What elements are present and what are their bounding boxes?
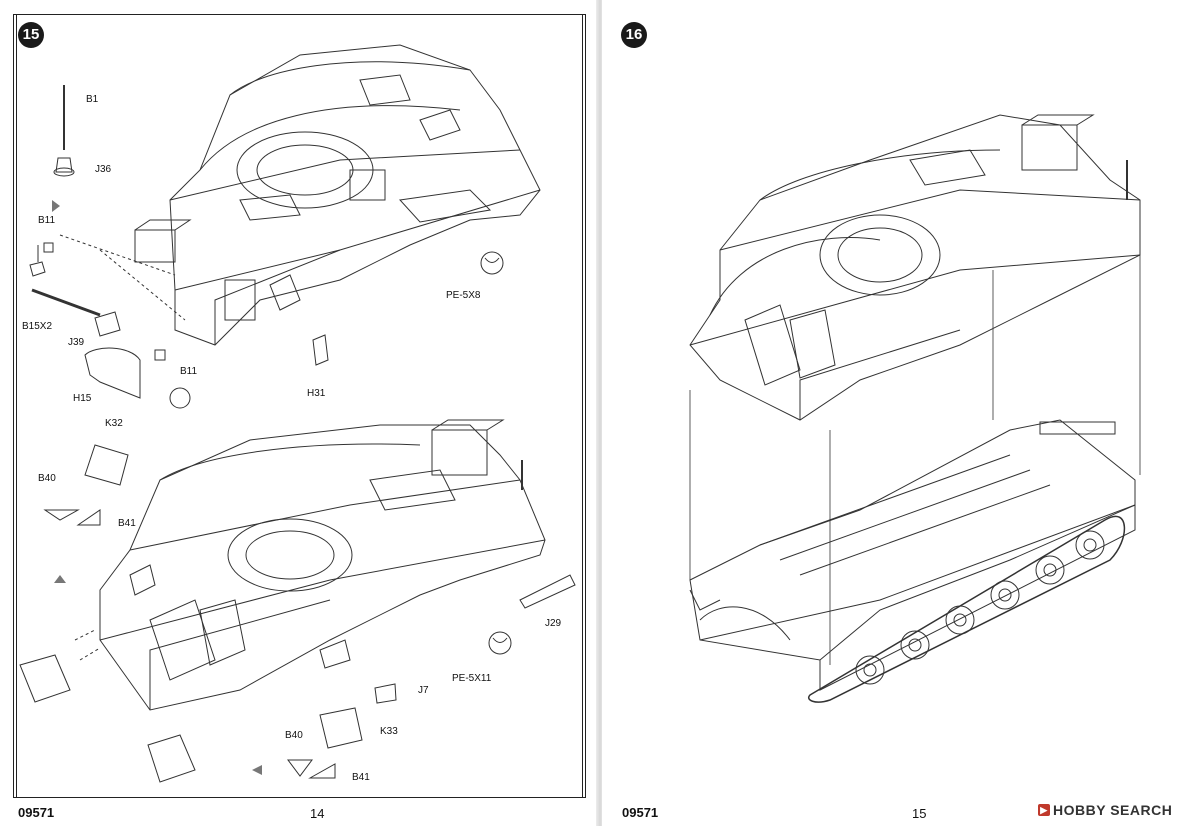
track-and-road-wheels bbox=[690, 516, 1124, 702]
direction-arrow-top bbox=[52, 200, 60, 212]
upper-hull-illustration-top bbox=[60, 45, 540, 345]
part-b11-top bbox=[44, 243, 53, 252]
direction-arrow-middle bbox=[54, 575, 66, 583]
right-page bbox=[602, 0, 1200, 826]
catalog-code-right: 09571 bbox=[622, 805, 659, 820]
label-b1: B1 bbox=[86, 94, 99, 105]
assembly-guide-lines bbox=[690, 255, 1140, 665]
label-h31: H31 bbox=[307, 388, 326, 399]
part-j7 bbox=[375, 684, 396, 703]
part-k32 bbox=[85, 445, 128, 485]
upper-hull-illustration-bottom bbox=[75, 420, 575, 710]
page-number-left: 14 bbox=[310, 806, 325, 821]
part-b40-bottom bbox=[288, 760, 312, 776]
part-b15x2-rod bbox=[32, 290, 100, 315]
label-pe-5x11: PE-5X11 bbox=[452, 673, 492, 684]
hobby-search-watermark: ▶ HOBBY SEARCH bbox=[1038, 802, 1172, 818]
label-j7: J7 bbox=[418, 685, 429, 696]
label-b15x2: B15X2 bbox=[22, 321, 53, 332]
label-j29: J29 bbox=[545, 618, 562, 629]
page-number-right: 15 bbox=[912, 806, 927, 821]
label-b41-bottom: B41 bbox=[352, 772, 370, 783]
step-number-badge-right: 16 bbox=[621, 22, 647, 48]
part-j39 bbox=[95, 312, 120, 336]
brand-logo-icon: ▶ bbox=[1038, 804, 1050, 816]
catalog-code-left: 09571 bbox=[18, 805, 55, 820]
part-b11-bottom bbox=[155, 350, 165, 360]
label-k33: K33 bbox=[380, 726, 398, 737]
part-b41-bottom bbox=[310, 764, 335, 778]
watermark-text: HOBBY SEARCH bbox=[1053, 802, 1173, 818]
part-b41-top bbox=[78, 510, 100, 525]
photo-etch-pe5x11-icon bbox=[489, 632, 511, 654]
right-instruction-frame bbox=[16, 14, 586, 798]
photo-etch-pe5x8-icon bbox=[481, 252, 503, 274]
part-b15-antenna-base bbox=[30, 245, 45, 276]
label-b11-bottom: B11 bbox=[180, 366, 198, 377]
step-number-badge-left: 15 bbox=[18, 22, 44, 48]
label-k32: K32 bbox=[105, 418, 123, 429]
part-bottom-armor-left bbox=[20, 655, 70, 702]
upper-hull-assembly-step16 bbox=[690, 115, 1140, 420]
antenna-mast-b1 bbox=[54, 85, 74, 176]
label-b41-top: B41 bbox=[118, 518, 136, 529]
label-j39: J39 bbox=[68, 337, 85, 348]
label-b40-bottom: B40 bbox=[285, 730, 303, 741]
label-j36: J36 bbox=[95, 164, 112, 175]
part-j29-rail bbox=[520, 575, 575, 608]
label-b11-top: B11 bbox=[38, 215, 56, 226]
part-h31 bbox=[313, 335, 328, 365]
label-h15: H15 bbox=[73, 393, 92, 404]
label-pe-5x8: PE-5X8 bbox=[446, 290, 481, 301]
part-k33 bbox=[320, 708, 362, 748]
direction-arrow-bottom bbox=[252, 765, 262, 775]
lower-hull-chassis bbox=[690, 420, 1135, 690]
part-b40-top bbox=[45, 510, 78, 520]
label-b40-top: B40 bbox=[38, 473, 56, 484]
part-h15-cover bbox=[85, 348, 140, 398]
part-b11-detail bbox=[170, 388, 190, 408]
page-gutter bbox=[596, 0, 604, 826]
part-bottom-armor-right bbox=[148, 735, 195, 782]
left-page bbox=[0, 0, 598, 826]
